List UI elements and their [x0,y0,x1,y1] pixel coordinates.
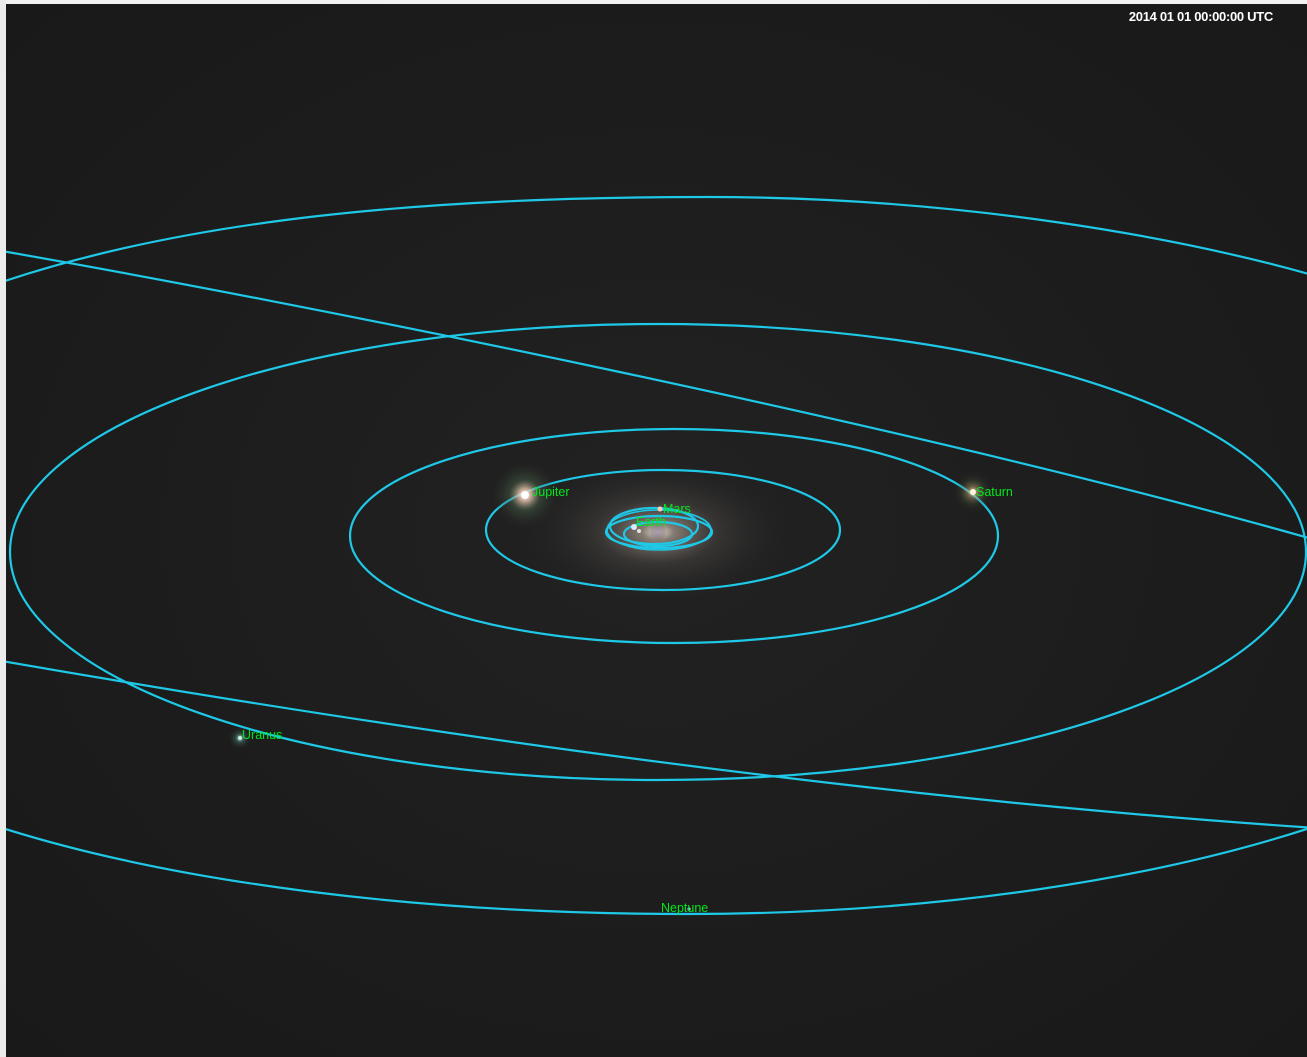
uranus-icon[interactable] [238,736,242,740]
solar-system-viewport[interactable]: Jupiter Mars Earth Saturn Uranus Neptune… [6,4,1307,1057]
venus-icon[interactable] [637,529,641,533]
label-saturn: Saturn [976,485,1013,499]
orbit-uranus [9,322,1307,782]
earth-icon[interactable] [631,524,637,530]
orbit-pluto [6,250,1307,539]
label-jupiter: Jupiter [532,485,570,499]
label-uranus: Uranus [242,728,282,742]
neptune-icon[interactable] [687,907,691,911]
orbit-canvas[interactable]: Jupiter Mars Earth Saturn Uranus Neptune [6,4,1307,1057]
jupiter-icon[interactable] [521,491,529,499]
orbit-venus [604,514,714,550]
orbit-saturn [348,427,1000,645]
label-earth: Earth [636,515,666,529]
mars-icon[interactable] [657,506,663,512]
orbit-earth [608,506,700,546]
window-frame-top [0,0,1307,4]
label-mars: Mars [663,502,691,516]
date-time-readout: 2014 01 01 00:00:00 UTC [1128,9,1273,24]
orbit-neptune-lower [6,827,1307,916]
orbit-pluto-lower [6,660,1307,829]
saturn-icon[interactable] [970,489,976,495]
sun-icon[interactable] [649,523,667,541]
window-frame-left [0,0,6,1057]
label-neptune: Neptune [661,901,708,915]
orbit-jupiter [484,468,842,592]
orbit-neptune [6,195,1307,282]
